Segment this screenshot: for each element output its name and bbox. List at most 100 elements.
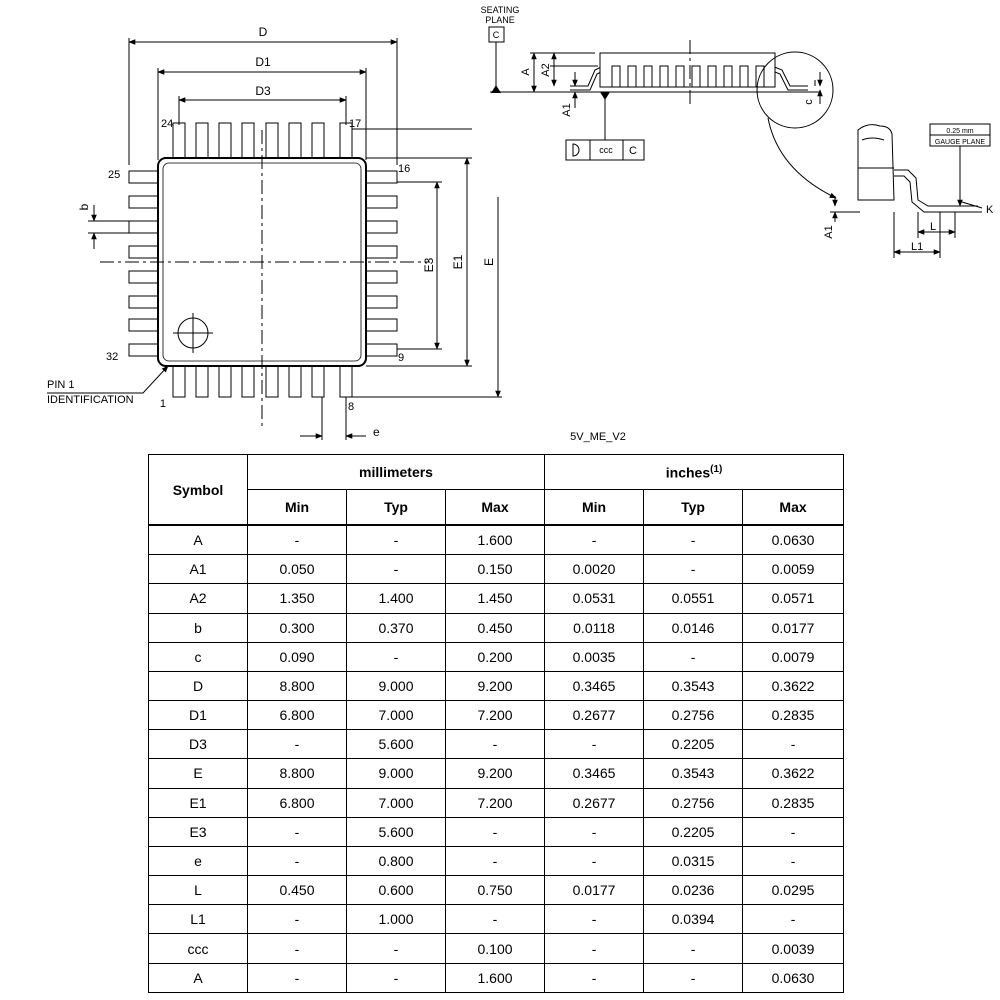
dim-label-c: c	[803, 99, 815, 105]
subheader-mm-typ: Typ	[346, 489, 446, 526]
right-lead-row	[362, 170, 398, 357]
drawing-reference: 5V_ME_V2	[570, 431, 626, 443]
cell-mm-min: -	[247, 524, 347, 556]
cell-mm-max: 9.200	[444, 670, 546, 702]
cell-mm-max: 0.450	[444, 612, 546, 643]
cell-in-max: 0.0079	[742, 641, 845, 672]
cell-in-typ: 0.0551	[643, 583, 744, 614]
cell-in-typ: 0.0146	[643, 612, 744, 643]
cell-mm-typ: -	[346, 641, 446, 672]
left-lead-row	[128, 170, 164, 357]
cell-mm-typ: 1.400	[346, 583, 446, 614]
cell-mm-min: 0.450	[247, 875, 347, 906]
cell-in-min: 0.0177	[544, 875, 645, 906]
cell-mm-min: -	[247, 904, 347, 935]
cell-in-min: -	[544, 962, 645, 994]
dim-label-e: e	[373, 425, 380, 439]
cell-mm-max: -	[444, 904, 546, 935]
cell-in-typ: 0.3543	[643, 758, 744, 789]
millimeters-header: millimeters	[246, 454, 546, 490]
side-view: SEATING PLANE C A A2	[481, 5, 837, 199]
dim-label-L1: L1	[911, 241, 923, 253]
cell-mm-typ: 0.600	[346, 875, 446, 906]
cell-in-typ: -	[643, 524, 744, 556]
cell-symbol: E3	[148, 816, 248, 847]
cell-mm-min: -	[247, 729, 347, 760]
cell-symbol: E1	[148, 787, 248, 818]
cell-in-typ: 0.0394	[643, 904, 744, 935]
cell-in-typ: 0.0236	[643, 875, 744, 906]
cell-in-typ: -	[643, 554, 744, 585]
cell-in-min: 0.2677	[544, 700, 645, 731]
tolerance-datum: C	[629, 145, 637, 157]
cell-in-typ: -	[643, 933, 744, 964]
tolerance-value: ccc	[599, 145, 613, 155]
cell-in-min: -	[544, 904, 645, 935]
cell-mm-min: -	[247, 845, 347, 877]
cell-mm-typ: 5.600	[346, 729, 446, 760]
seating-plane-label-2: PLANE	[485, 15, 515, 25]
dim-label-E: E	[482, 258, 496, 266]
cell-mm-min: 8.800	[247, 758, 347, 789]
cell-symbol: A	[148, 962, 248, 994]
dim-label-K: K	[986, 204, 994, 216]
dim-label-A: A	[520, 68, 532, 76]
cell-mm-min: -	[247, 816, 347, 847]
cell-mm-typ: 0.370	[346, 612, 446, 643]
cell-mm-max: 7.200	[444, 700, 546, 731]
cell-in-max: -	[742, 904, 845, 935]
cell-mm-max: 7.200	[444, 787, 546, 818]
cell-in-min: 0.0118	[544, 612, 645, 643]
cell-in-max: 0.0059	[742, 554, 845, 585]
cell-mm-min: -	[247, 933, 347, 964]
cell-symbol: D	[148, 670, 248, 702]
cell-in-max: 0.0571	[742, 583, 845, 614]
cell-in-min: 0.3465	[544, 758, 645, 789]
cell-in-max: -	[742, 729, 845, 760]
inches-header-text: inches	[665, 464, 711, 481]
cell-mm-typ: 7.000	[346, 787, 446, 818]
pin-number-1: 1	[160, 398, 166, 410]
cell-in-max: 0.0039	[742, 933, 845, 964]
dim-label-A1-side: A1	[561, 103, 573, 116]
cell-symbol: D1	[148, 700, 248, 731]
pin1-identification-label: IDENTIFICATION	[47, 394, 134, 406]
cell-in-max: 0.0630	[742, 962, 845, 994]
table-row: A--1.600--0.0630	[148, 962, 845, 994]
cell-mm-min: 0.050	[247, 554, 347, 585]
cell-mm-max: -	[444, 816, 546, 847]
cell-in-min: -	[544, 845, 645, 877]
cell-mm-typ: -	[346, 554, 446, 585]
cell-in-max: 0.0295	[742, 875, 845, 906]
cell-in-min: 0.0531	[544, 583, 645, 614]
cell-in-max: -	[742, 845, 845, 877]
inches-note: (1)	[710, 463, 723, 475]
cell-mm-max: 0.100	[444, 933, 546, 964]
dim-label-D3: D3	[255, 84, 271, 98]
dim-label-D1: D1	[255, 55, 271, 69]
cell-mm-max: -	[444, 845, 546, 877]
cell-mm-max: 0.150	[444, 554, 546, 585]
subheader-mm-min: Min	[247, 489, 347, 526]
dim-label-L: L	[930, 221, 936, 233]
cell-symbol: A1	[148, 554, 248, 585]
cell-in-min: -	[544, 933, 645, 964]
gauge-label: GAUGE PLANE	[935, 139, 986, 146]
cell-symbol: D3	[148, 729, 248, 760]
side-lead-teeth	[611, 65, 765, 88]
cell-in-max: 0.3622	[742, 758, 845, 789]
cell-mm-max: 1.600	[444, 962, 546, 994]
cell-in-typ: 0.0315	[643, 845, 744, 877]
cell-symbol: L	[148, 875, 248, 906]
cell-symbol: b	[148, 612, 248, 643]
cell-mm-typ: 9.000	[346, 758, 446, 789]
pin-number-25: 25	[108, 169, 120, 181]
detail-view: 0.25 mm GAUGE PLANE A1 L L1 K	[823, 123, 994, 258]
